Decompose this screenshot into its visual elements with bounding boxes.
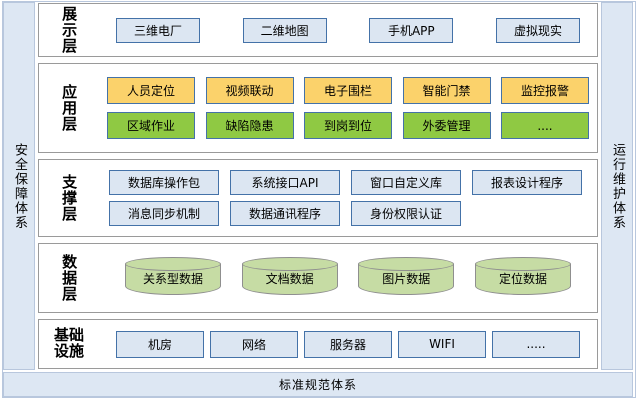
database-cylinder-relational[interactable]: 关系型数据	[125, 257, 221, 299]
layer-support-row-1: 数据库操作包 系统接口API 窗口自定义库 报表设计程序	[105, 170, 591, 195]
node-support-3[interactable]: 报表设计程序	[472, 170, 582, 195]
layer-infrastructure: 基础 设施 机房 网络 服务器 WIFI .....	[38, 319, 598, 369]
node-support-4[interactable]: 消息同步机制	[109, 201, 219, 226]
node-application-7[interactable]: 到岗到位	[304, 112, 392, 139]
layer-infrastructure-row: 机房 网络 服务器 WIFI .....	[107, 330, 589, 358]
node-support-6[interactable]: 身份权限认证	[351, 201, 461, 226]
layer-application-row-orange: 人员定位 视频联动 电子围栏 智能门禁 监控报警	[105, 77, 591, 104]
layer-data-body: 关系型数据 文档数据 图片数据 定位数据	[99, 244, 597, 312]
node-application-1[interactable]: 视频联动	[205, 77, 294, 104]
right-band-ops-maintenance-system: 运行维护体系	[601, 2, 633, 370]
layer-support-row-2: 消息同步机制 数据通讯程序 身份权限认证	[105, 201, 591, 226]
layer-support-title: 支撑层	[60, 174, 79, 222]
left-band-label: 安全保障体系	[11, 142, 27, 230]
layer-infrastructure-body: 机房 网络 服务器 WIFI .....	[99, 320, 597, 368]
left-band-security-system: 安全保障体系	[3, 2, 35, 370]
node-presentation-3[interactable]: 虚拟现实	[495, 17, 580, 43]
node-presentation-2[interactable]: 手机APP	[369, 17, 454, 43]
node-support-5[interactable]: 数据通讯程序	[230, 201, 340, 226]
cylinder-top	[358, 257, 455, 271]
node-support-0[interactable]: 数据库操作包	[109, 170, 219, 195]
layer-application: 应用层 人员定位 视频联动 电子围栏 智能门禁 监控报警 区域作业 缺陷隐患 到…	[38, 63, 598, 153]
node-infra-0[interactable]: 机房	[116, 330, 204, 358]
layer-support-body: 数据库操作包 系统接口API 窗口自定义库 报表设计程序 消息同步机制 数据通讯…	[99, 160, 597, 236]
node-application-9-more[interactable]: ....	[501, 112, 589, 139]
node-support-1[interactable]: 系统接口API	[230, 170, 340, 195]
right-band-label: 运行维护体系	[609, 142, 625, 230]
database-cylinder-image[interactable]: 图片数据	[358, 257, 455, 299]
layer-application-row-green: 区域作业 缺陷隐患 到岗到位 外委管理 ....	[105, 112, 591, 139]
node-support-2[interactable]: 窗口自定义库	[351, 170, 461, 195]
node-infra-1[interactable]: 网络	[210, 330, 298, 358]
node-application-5[interactable]: 区域作业	[107, 112, 195, 139]
node-application-2[interactable]: 电子围栏	[304, 77, 392, 104]
cylinder-top	[474, 257, 571, 271]
database-cylinder-location[interactable]: 定位数据	[474, 257, 571, 299]
layer-application-body: 人员定位 视频联动 电子围栏 智能门禁 监控报警 区域作业 缺陷隐患 到岗到位 …	[99, 64, 597, 152]
bottom-band-standards-system: 标准规范体系	[3, 372, 633, 397]
node-infra-3[interactable]: WIFI	[398, 330, 486, 358]
node-application-8[interactable]: 外委管理	[402, 112, 491, 139]
layer-data-title: 数据层	[60, 254, 79, 302]
database-cylinder-document[interactable]: 文档数据	[241, 257, 338, 299]
layer-presentation-body: 三维电厂 二维地图 手机APP 虚拟现实	[99, 4, 597, 56]
layer-data: 数据层 关系型数据 文档数据 图片数据	[38, 243, 598, 313]
layer-data-row: 关系型数据 文档数据 图片数据 定位数据	[107, 257, 589, 299]
node-application-4[interactable]: 监控报警	[501, 77, 589, 104]
node-application-6[interactable]: 缺陷隐患	[205, 112, 294, 139]
layer-support: 支撑层 数据库操作包 系统接口API 窗口自定义库 报表设计程序 消息同步机制 …	[38, 159, 598, 237]
node-presentation-0[interactable]: 三维电厂	[116, 17, 200, 43]
layer-presentation-row: 三维电厂 二维地图 手机APP 虚拟现实	[107, 17, 589, 43]
bottom-band-label: 标准规范体系	[278, 378, 357, 392]
node-application-0[interactable]: 人员定位	[107, 77, 195, 104]
node-infra-4-more[interactable]: .....	[492, 330, 580, 358]
layer-presentation: 展示层 三维电厂 二维地图 手机APP 虚拟现实	[38, 3, 598, 57]
layer-infrastructure-title: 基础 设施	[53, 326, 84, 360]
layer-presentation-title: 展示层	[60, 6, 79, 54]
node-presentation-1[interactable]: 二维地图	[242, 17, 327, 43]
node-infra-2[interactable]: 服务器	[304, 330, 392, 358]
cylinder-top	[125, 257, 221, 271]
layer-application-title: 应用层	[60, 84, 79, 132]
cylinder-top	[241, 257, 338, 271]
node-application-3[interactable]: 智能门禁	[402, 77, 491, 104]
